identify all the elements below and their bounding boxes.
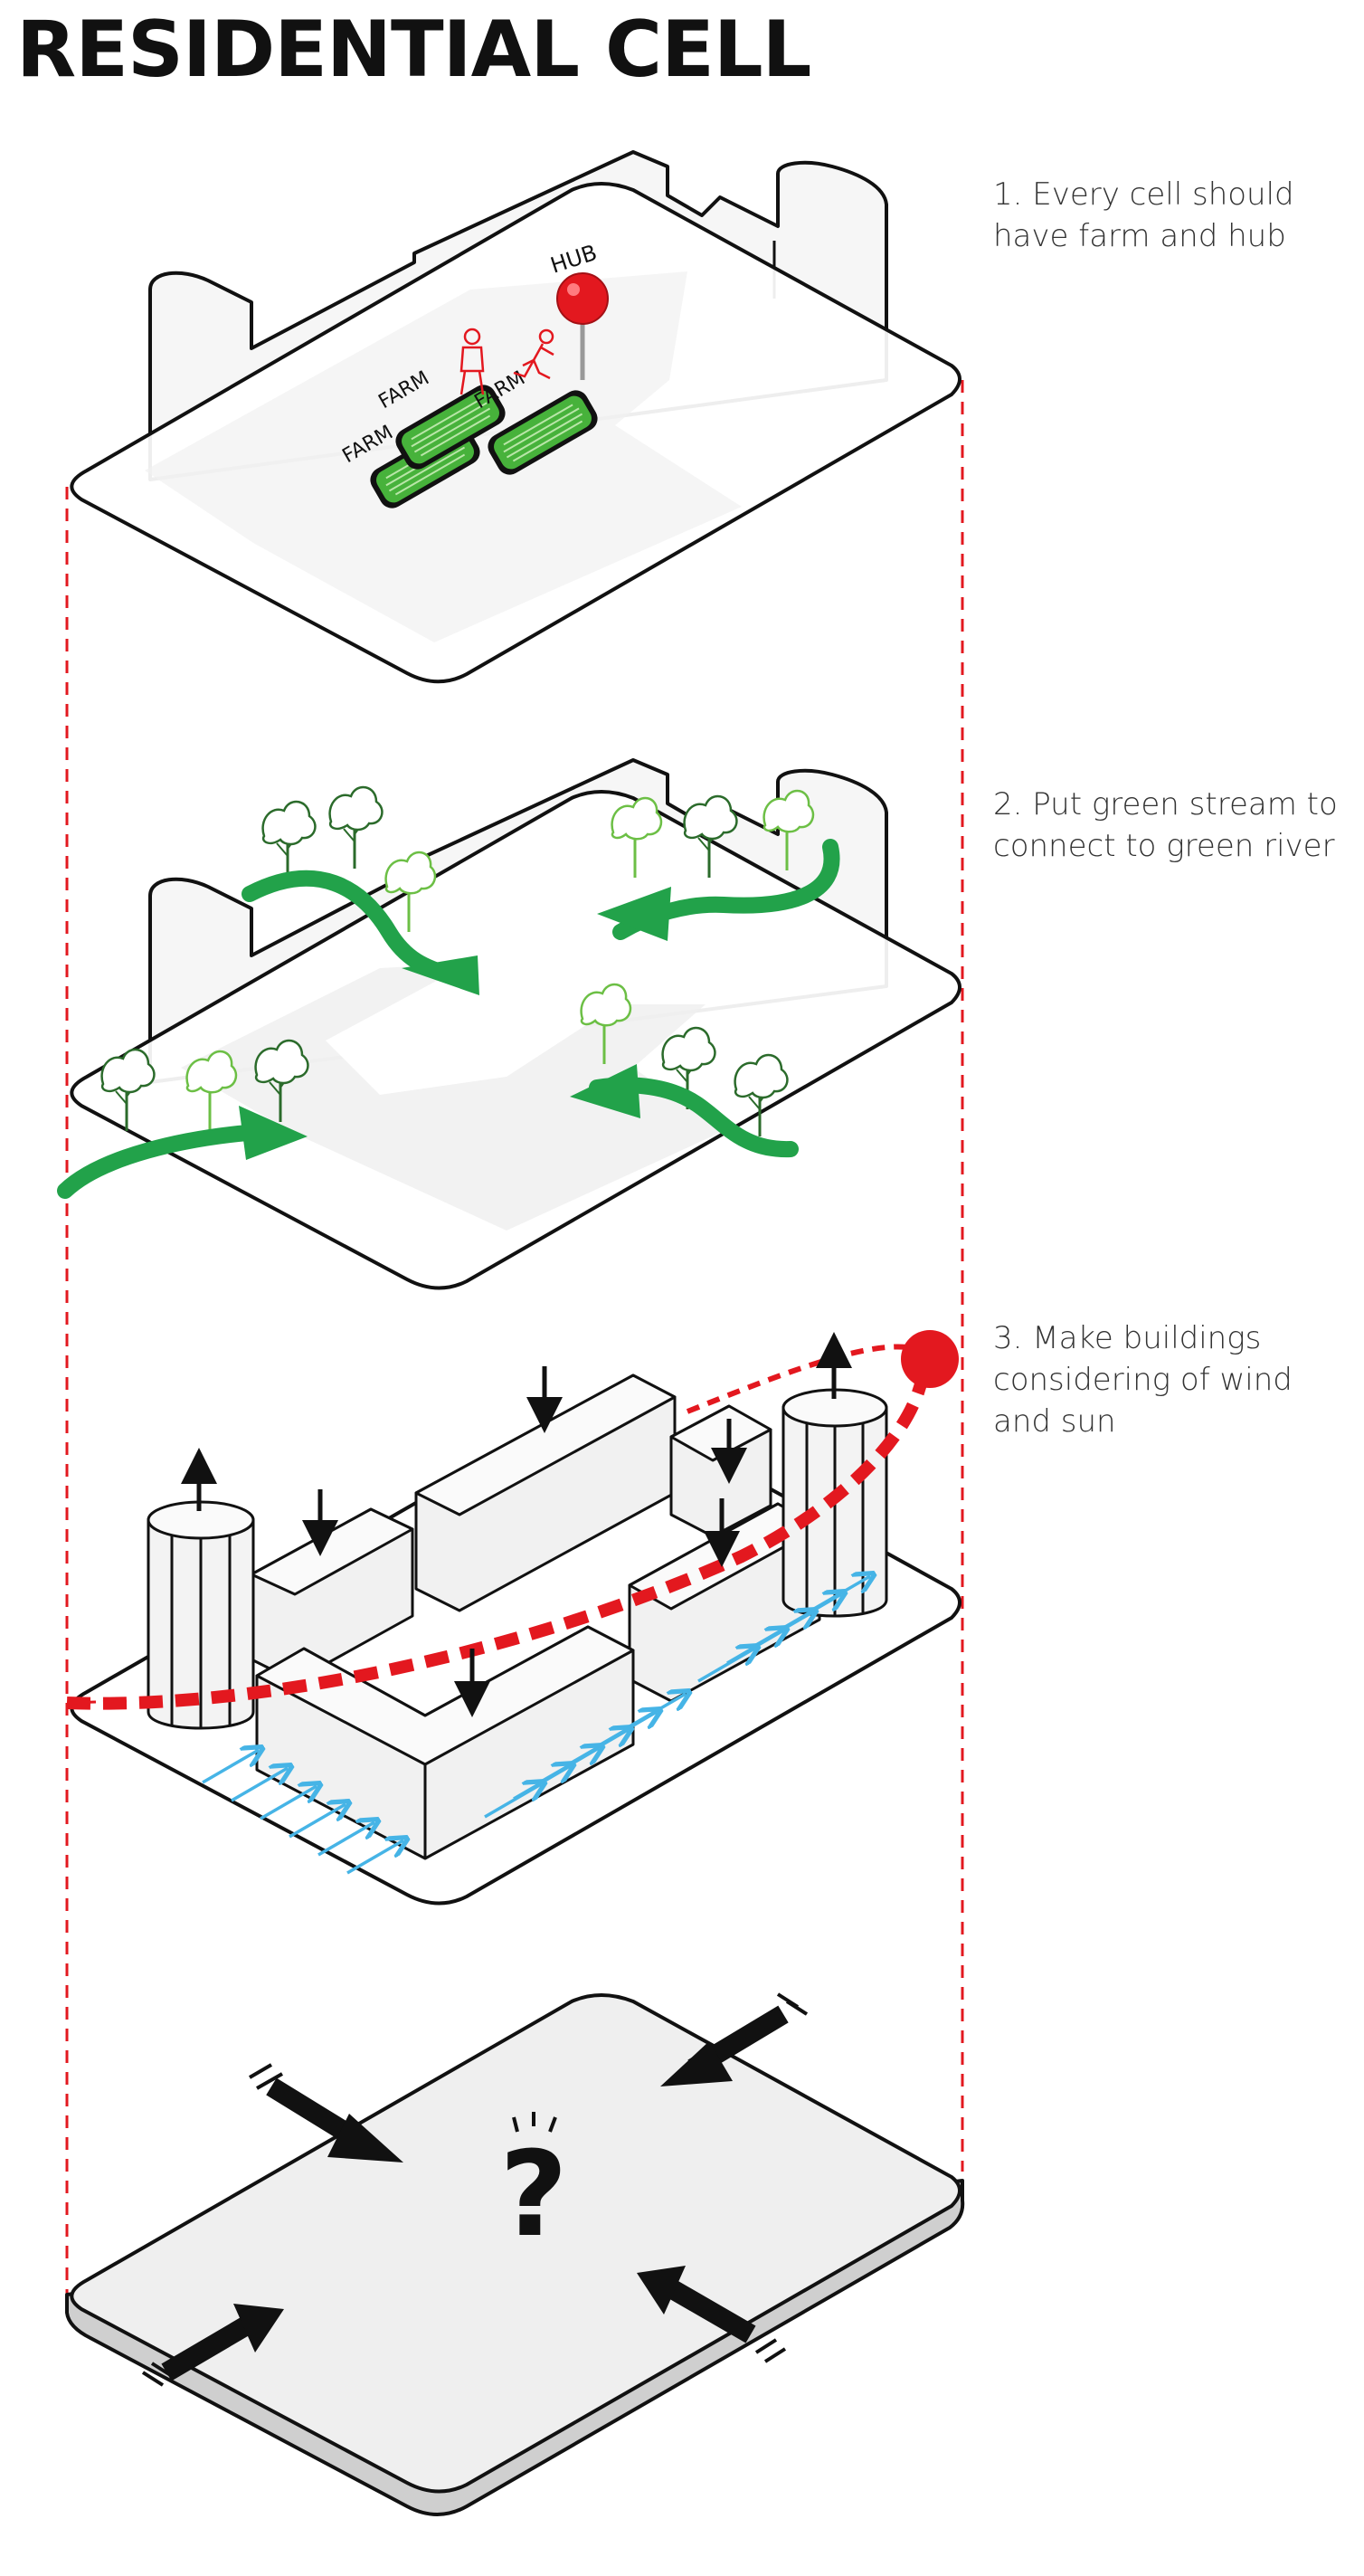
arrow-icon	[637, 2266, 787, 2363]
step-note-line: 2. Put green stream to	[993, 786, 1338, 822]
step-note-line: considering of wind	[993, 1362, 1293, 1398]
runner-icon	[513, 328, 554, 380]
wind-arrows	[202, 1576, 870, 1875]
sun-icon	[901, 1330, 959, 1388]
hub-pin-icon	[556, 272, 609, 380]
arrow-icon	[57, 1123, 279, 1199]
layer-4-ground: ?	[65, 1992, 965, 2516]
sun-path	[66, 1374, 929, 1710]
step-note-line: 1. Every cell should	[993, 176, 1294, 213]
tree-icon	[328, 785, 384, 870]
green-arrowheads	[239, 887, 671, 1160]
page-title: RESIDENTIAL CELL	[16, 5, 811, 95]
layer-1-farm-hub: FARM FARM FARM HUB	[70, 150, 961, 684]
step-note-line: have farm and hub	[993, 218, 1286, 254]
inward-arrows	[141, 1992, 809, 2387]
step-note-line: connect to green river	[993, 828, 1335, 864]
question-icon: ?	[499, 2112, 568, 2263]
step-note-3: 3. Make buildings considering of wind an…	[993, 1317, 1293, 1442]
arrow-icon	[248, 2063, 403, 2163]
layer-3-wind-sun	[66, 1330, 961, 1906]
ground-slab	[70, 1993, 961, 2494]
step-note-line: and sun	[993, 1403, 1116, 1440]
vertical-arrows	[181, 1332, 852, 1717]
step-note-1: 1. Every cell should have farm and hub	[993, 174, 1294, 257]
arrow-icon	[660, 1992, 809, 2086]
step-note-line: 3. Make buildings	[993, 1320, 1262, 1356]
question-mark: ?	[499, 2125, 567, 2263]
arrow-icon	[141, 2304, 284, 2387]
step-note-2: 2. Put green stream to connect to green …	[993, 784, 1338, 867]
person-icon	[459, 328, 485, 395]
layer-2-green-stream	[57, 758, 961, 1290]
guide-lines	[65, 380, 964, 2296]
